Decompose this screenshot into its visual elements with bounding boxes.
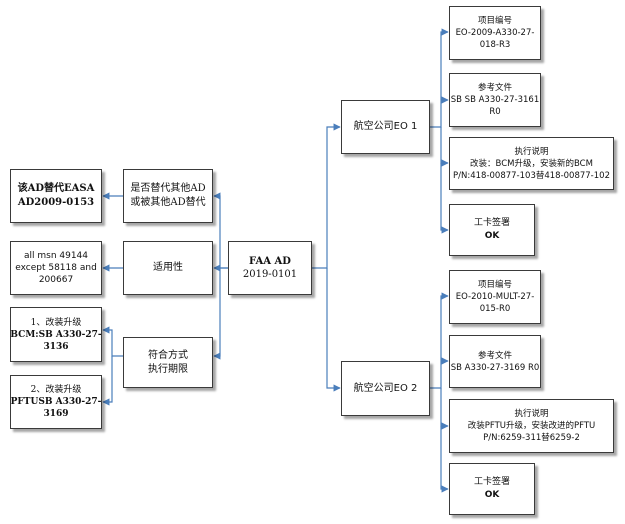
eo1-ref-node: 参考文件 SB SB A330-27-3161 R0 bbox=[449, 73, 541, 127]
eo1-item-no-line2: 018-R3 bbox=[479, 40, 511, 50]
mod1-line1: 1、改装升级 bbox=[30, 317, 82, 328]
eo1-ref-line1: SB SB A330-27-3161 bbox=[450, 95, 540, 105]
replace-answer-node: 该AD替代EASA AD2009-0153 bbox=[10, 169, 102, 223]
mod1-line3: 3136 bbox=[43, 341, 69, 352]
center-ad-number: 2019-0101 bbox=[242, 269, 298, 280]
eo1-item-no-title: 项目编号 bbox=[477, 16, 512, 26]
eo2-exec-line1: 改装PFTU升级，安装改进的PFTU bbox=[467, 421, 596, 431]
eo1-ref-title: 参考文件 bbox=[477, 83, 512, 93]
eo1-exec-line2: P/N:418-00877-103替418-00877-102 bbox=[453, 170, 610, 181]
connector-eo1-exec bbox=[440, 127, 449, 167]
eo2-card-node: 工卡签署 OK bbox=[449, 463, 535, 515]
connector-center-compliance bbox=[213, 268, 221, 360]
eo2-item-no-title: 项目编号 bbox=[477, 280, 512, 290]
eo2-exec-line2: P/N:6259-311替6259-2 bbox=[483, 433, 580, 443]
connector-center-eo1 bbox=[312, 123, 341, 269]
replace-answer-line1: 该AD替代EASA bbox=[17, 183, 95, 194]
connector-eo2-itemno bbox=[430, 292, 449, 389]
connector-eo1-itemno bbox=[430, 28, 449, 128]
eo2-card-value: OK bbox=[484, 490, 500, 500]
compliance-node: 符合方式 执行期限 bbox=[123, 337, 213, 388]
eo2-ref-node: 参考文件 SB A330-27-3169 R0 bbox=[449, 335, 541, 388]
eo1-exec-line1: 改装：BCM升级，安装新的BCM bbox=[470, 158, 593, 169]
applicability-node: 适用性 bbox=[123, 241, 213, 295]
eo1-item-no-node: 项目编号 EO-2009-A330-27- 018-R3 bbox=[449, 6, 541, 60]
eo2-item-no-line1: EO-2010-MULT-27- bbox=[455, 292, 535, 302]
connector-eo1-card bbox=[440, 163, 449, 234]
eo1-ref-line2: R0 bbox=[489, 107, 501, 117]
eo1-exec-node: 执行说明 改装：BCM升级，安装新的BCM P/N:418-00877-103替… bbox=[449, 137, 614, 190]
mod2-line3: 3169 bbox=[43, 409, 69, 419]
compliance-line1: 符合方式 bbox=[148, 349, 188, 361]
mod2-node: 2、改装升级 PFTUSB A330-27- 3169 bbox=[10, 375, 102, 429]
eo2-ref-line1: SB A330-27-3169 R0 bbox=[450, 362, 540, 373]
connector-compliance-mod2 bbox=[102, 356, 113, 406]
eo2-card-title: 工卡签署 bbox=[473, 477, 510, 487]
mod1-line2: BCM:SB A330-27- bbox=[10, 329, 102, 340]
msn-line2: except 58118 and bbox=[15, 263, 97, 273]
eo1-card-node: 工卡签署 OK bbox=[449, 204, 535, 256]
eo1-card-value: OK bbox=[484, 231, 500, 241]
replace-question-line1: 是否替代其他AD bbox=[130, 183, 206, 194]
applicability-label: 适用性 bbox=[153, 262, 183, 273]
replace-question-node: 是否替代其他AD 或被其他AD替代 bbox=[123, 169, 213, 223]
connector-eo2-exec bbox=[440, 388, 449, 430]
eo2-node: 航空公司EO 2 bbox=[341, 361, 430, 416]
mod1-node: 1、改装升级 BCM:SB A330-27- 3136 bbox=[10, 307, 102, 362]
center-ad-node: FAA AD 2019-0101 bbox=[228, 241, 312, 295]
compliance-line2: 执行期限 bbox=[148, 363, 188, 375]
replace-answer-line2: AD2009-0153 bbox=[17, 197, 95, 208]
eo1-item-no-line1: EO-2009-A330-27- bbox=[455, 28, 535, 38]
eo1-label: 航空公司EO 1 bbox=[353, 121, 418, 132]
connector-compliance-mod1 bbox=[102, 326, 123, 357]
eo2-label: 航空公司EO 2 bbox=[353, 382, 418, 394]
msn-node: all msn 49144 except 58118 and 200667 bbox=[10, 241, 102, 295]
eo2-item-no-node: 项目编号 EO-2010-MULT-27- 015-R0 bbox=[449, 270, 541, 324]
msn-line3: 200667 bbox=[38, 275, 74, 285]
connector-eo2-card bbox=[440, 426, 449, 493]
eo1-exec-title: 执行说明 bbox=[514, 146, 549, 157]
eo2-item-no-line2: 015-R0 bbox=[479, 304, 511, 314]
eo2-exec-title: 执行说明 bbox=[514, 409, 549, 419]
eo2-exec-node: 执行说明 改装PFTU升级，安装改进的PFTU P/N:6259-311替625… bbox=[449, 399, 614, 453]
center-ad-title: FAA AD bbox=[249, 256, 291, 267]
connector-center-eo2 bbox=[326, 268, 341, 392]
connector-center-replace bbox=[213, 192, 228, 269]
mod2-line2: PFTUSB A330-27- bbox=[10, 397, 102, 407]
eo1-card-title: 工卡签署 bbox=[473, 218, 510, 228]
eo1-node: 航空公司EO 1 bbox=[341, 100, 430, 154]
mod2-line1: 2、改装升级 bbox=[30, 385, 82, 395]
eo2-ref-title: 参考文件 bbox=[477, 350, 512, 361]
msn-line1: all msn 49144 bbox=[23, 251, 89, 261]
replace-question-line2: 或被其他AD替代 bbox=[130, 197, 206, 208]
